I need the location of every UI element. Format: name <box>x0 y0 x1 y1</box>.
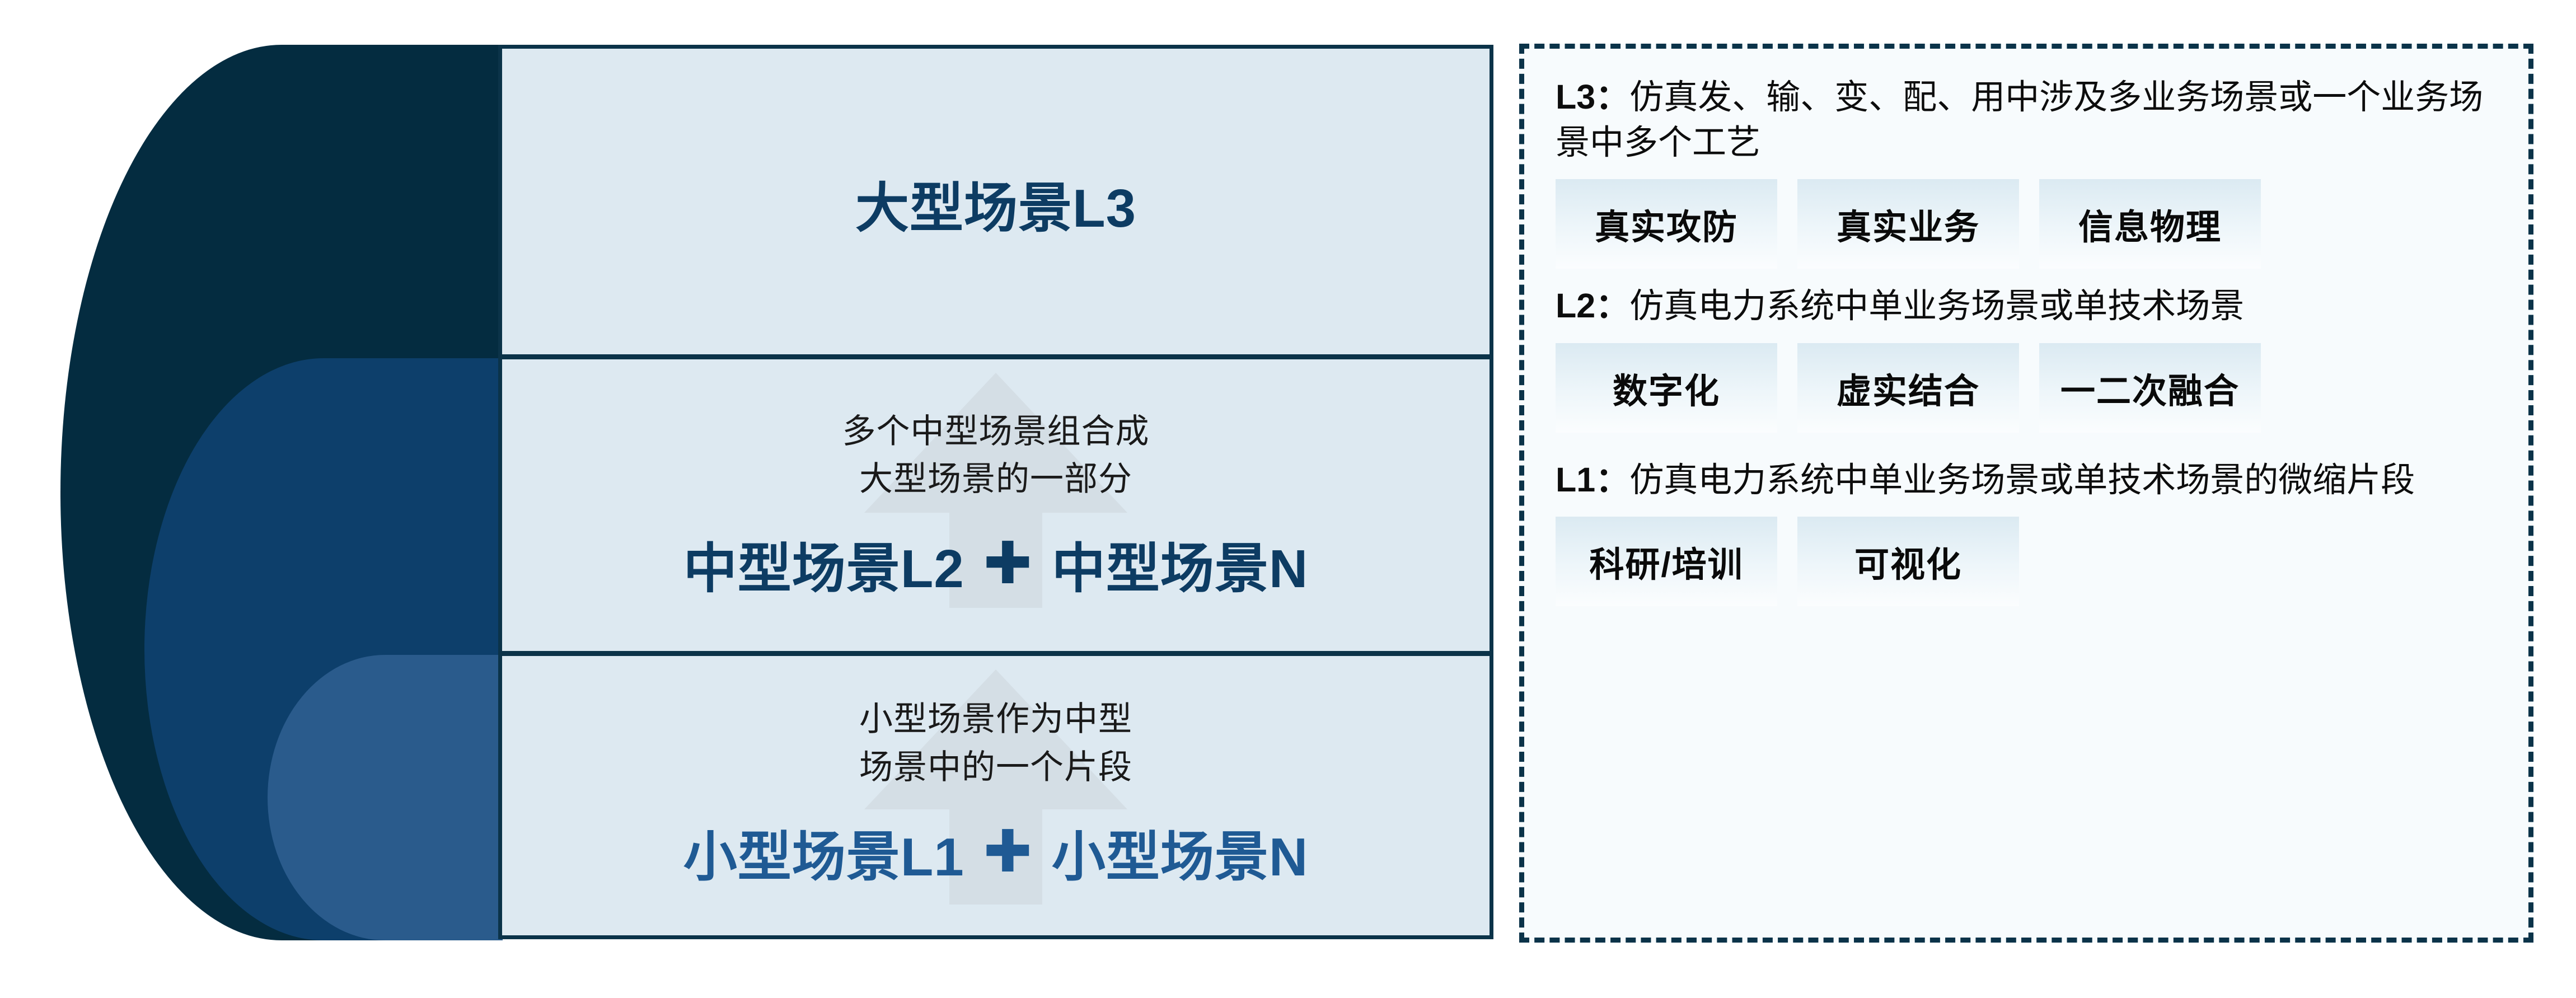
level-l1-separator: ： <box>1595 460 1630 499</box>
level-l3-label: L3 <box>1556 78 1596 116</box>
level-l2-tag-row: 数字化 虚实结合 一二次融合 <box>1556 343 2497 433</box>
tier-l1-description: 小型场景作为中型 场景中的一个片段 <box>859 695 1132 790</box>
tag-item[interactable]: 可视化 <box>1797 517 2019 607</box>
left-diagram: 大型场景L3 多个中型场景组合成 大型场景的一部分 中型场景L2 ✚ 中型场景N <box>60 45 1493 940</box>
tier-l1-title-text: 小型场景L1 <box>683 827 964 887</box>
tier-l2-title-text: 中型场景L2 <box>683 539 964 599</box>
level-l1-tag-row: 科研/培训 可视化 <box>1556 517 2497 607</box>
tag-item[interactable]: 真实攻防 <box>1556 179 1777 269</box>
tier-l1: 小型场景作为中型 场景中的一个片段 小型场景L1 ✚ 小型场景N <box>502 656 1490 930</box>
tier-l1-title: 小型场景L1 ✚ 小型场景N <box>683 813 1309 891</box>
tier-l3: 大型场景L3 <box>502 49 1490 359</box>
plus-icon: ✚ <box>983 531 1033 597</box>
level-l2-separator: ： <box>1595 287 1630 325</box>
level-l2-description-text: 仿真电力系统中单业务场景或单技术场景 <box>1629 287 2245 325</box>
tag-item[interactable]: 虚实结合 <box>1797 343 2019 433</box>
scenario-tier-panel: 大型场景L3 多个中型场景组合成 大型场景的一部分 中型场景L2 ✚ 中型场景N <box>498 45 1493 939</box>
plus-icon: ✚ <box>983 819 1033 884</box>
level-l3-separator: ： <box>1595 78 1630 116</box>
level-block-l3: L3：仿真发、输、变、配、用中涉及多业务场景或一个业务场景中多个工艺 真实攻防 … <box>1556 74 2497 269</box>
tier-l3-title: 大型场景L3 <box>855 165 1136 242</box>
tier-l2-description: 多个中型场景组合成 大型场景的一部分 <box>842 407 1150 503</box>
tag-item[interactable]: 真实业务 <box>1797 179 2019 269</box>
tag-item[interactable]: 一二次融合 <box>2039 343 2261 433</box>
level-l1-description-text: 仿真电力系统中单业务场景或单技术场景的微缩片段 <box>1629 460 2415 499</box>
tag-item[interactable]: 信息物理 <box>2039 179 2261 269</box>
tier-l2-description-line-1: 多个中型场景组合成 <box>842 412 1150 450</box>
level-block-l1: L1：仿真电力系统中单业务场景或单技术场景的微缩片段 科研/培训 可视化 <box>1556 457 2497 607</box>
level-l2-label: L2 <box>1556 287 1596 325</box>
tier-l1-title-text-right: 小型场景N <box>1051 827 1309 887</box>
tier-l3-title-text: 大型场景L3 <box>855 178 1137 238</box>
tier-l1-description-line-1: 小型场景作为中型 <box>859 700 1132 738</box>
tier-l2-description-line-2: 大型场景的一部分 <box>859 460 1132 498</box>
tier-l2-title: 中型场景L2 ✚ 中型场景N <box>683 525 1309 603</box>
level-l1-description: L1：仿真电力系统中单业务场景或单技术场景的微缩片段 <box>1556 457 2497 503</box>
level-l3-tag-row: 真实攻防 真实业务 信息物理 <box>1556 179 2497 269</box>
level-definition-panel: L3：仿真发、输、变、配、用中涉及多业务场景或一个业务场景中多个工艺 真实攻防 … <box>1519 44 2533 943</box>
level-block-l2: L2：仿真电力系统中单业务场景或单技术场景 数字化 虚实结合 一二次融合 <box>1556 283 2497 433</box>
tier-l1-description-line-2: 场景中的一个片段 <box>859 748 1132 786</box>
tier-l2: 多个中型场景组合成 大型场景的一部分 中型场景L2 ✚ 中型场景N <box>502 359 1490 656</box>
tag-item[interactable]: 科研/培训 <box>1556 517 1777 607</box>
inner-arc <box>268 655 503 940</box>
tier-l2-title-text-right: 中型场景N <box>1051 539 1309 599</box>
level-l3-description-text: 仿真发、输、变、配、用中涉及多业务场景或一个业务场景中多个工艺 <box>1556 78 2484 161</box>
level-l3-description: L3：仿真发、输、变、配、用中涉及多业务场景或一个业务场景中多个工艺 <box>1556 74 2497 165</box>
level-l1-label: L1 <box>1556 460 1596 499</box>
tag-item[interactable]: 数字化 <box>1556 343 1777 433</box>
level-l2-description: L2：仿真电力系统中单业务场景或单技术场景 <box>1556 283 2497 329</box>
